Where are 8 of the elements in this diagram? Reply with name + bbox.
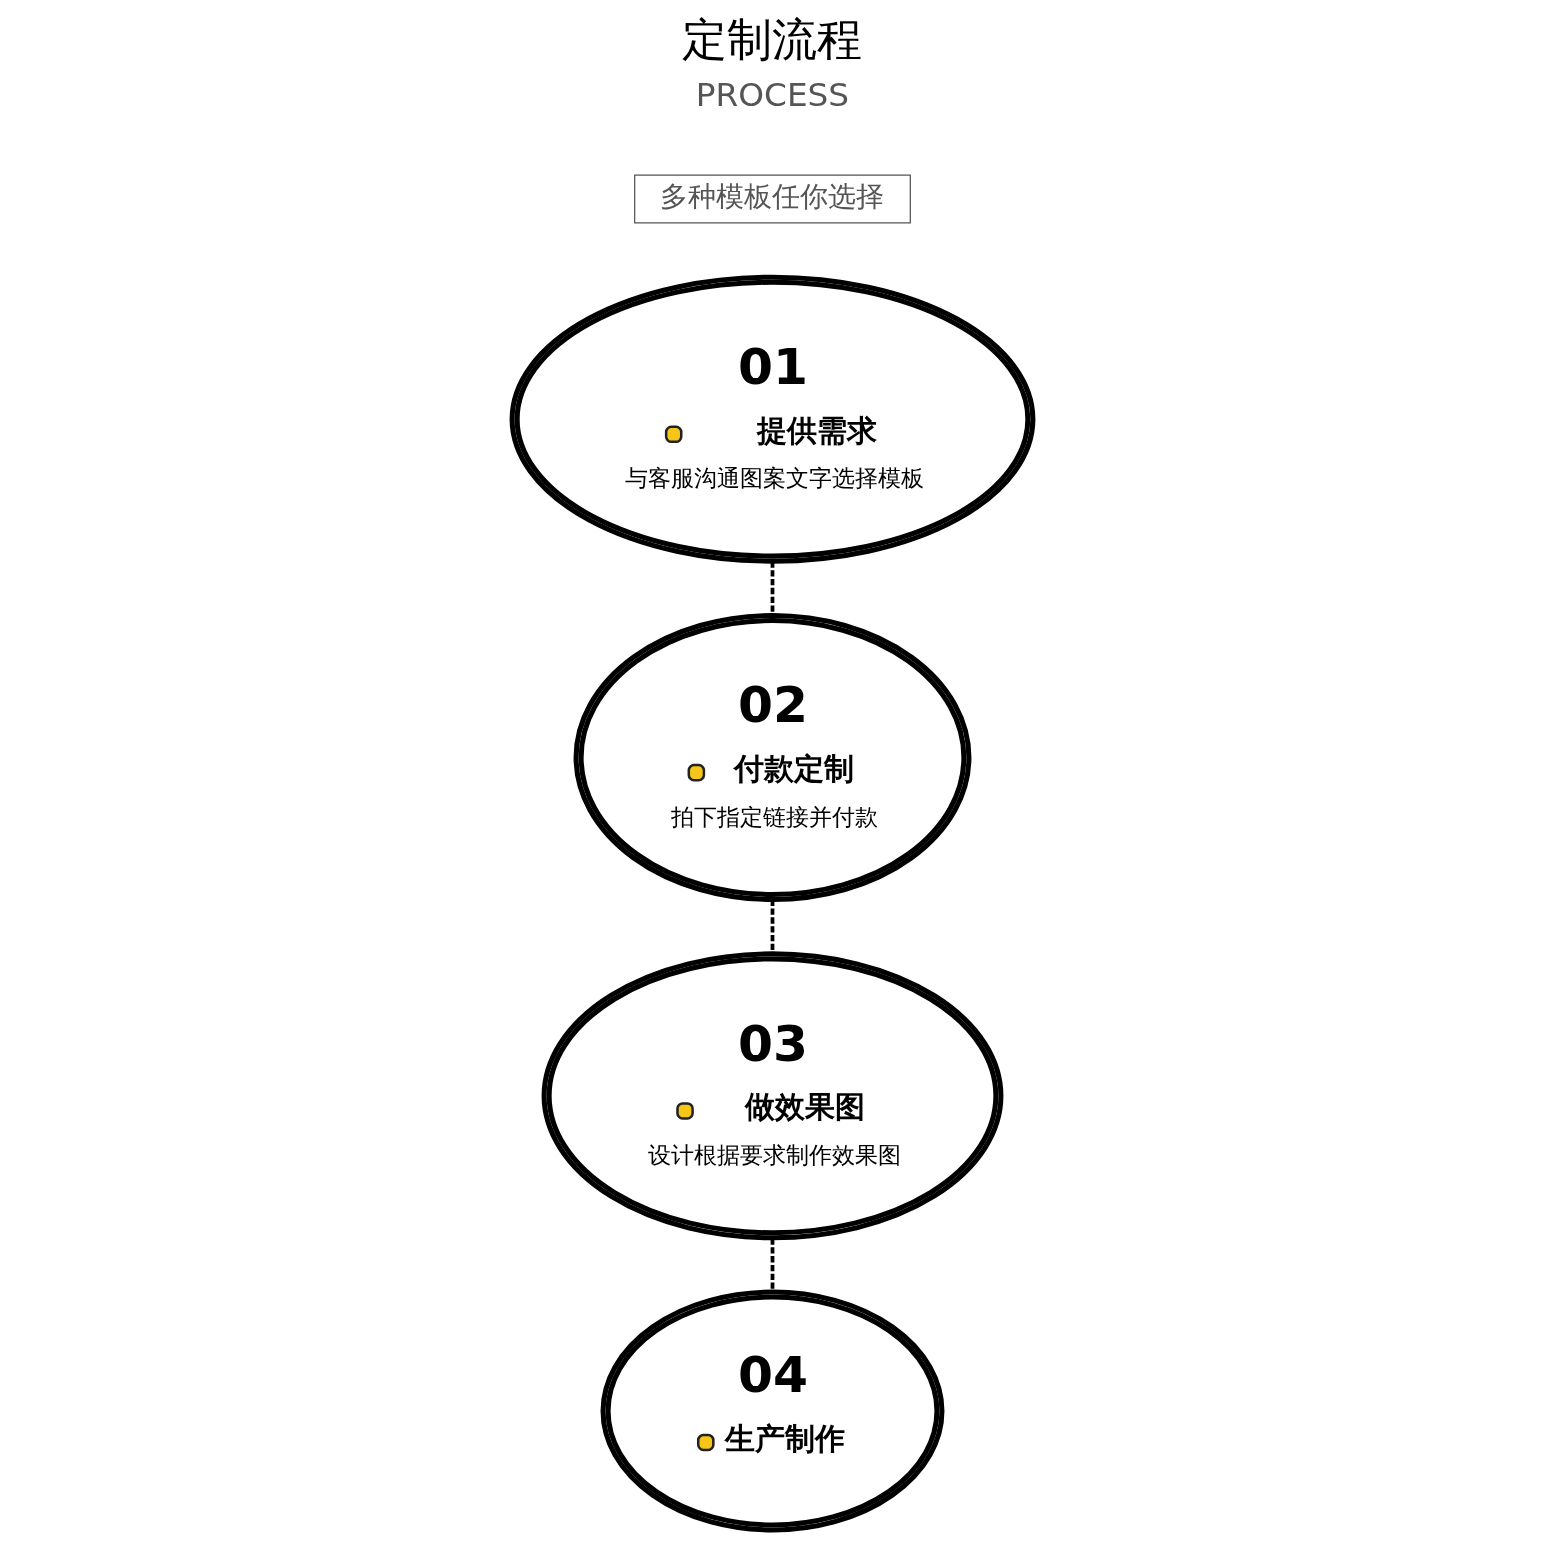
connector [770, 1238, 774, 1292]
node-ellipse: 01 提供需求 与客服沟通图案文字选择模板 [509, 274, 1035, 564]
node-ellipse: 03 做效果图 设计根据要求制作效果图 [541, 951, 1003, 1241]
node-ellipse: 04 生产制作 [600, 1289, 944, 1533]
diagram-title: 定制流程 [682, 13, 862, 67]
node-box: 多种模板任你选择 [633, 174, 911, 224]
label: PROCESS [695, 75, 849, 114]
node-ellipse: 02 付款定制 拍下指定链接并付款 [573, 613, 971, 902]
